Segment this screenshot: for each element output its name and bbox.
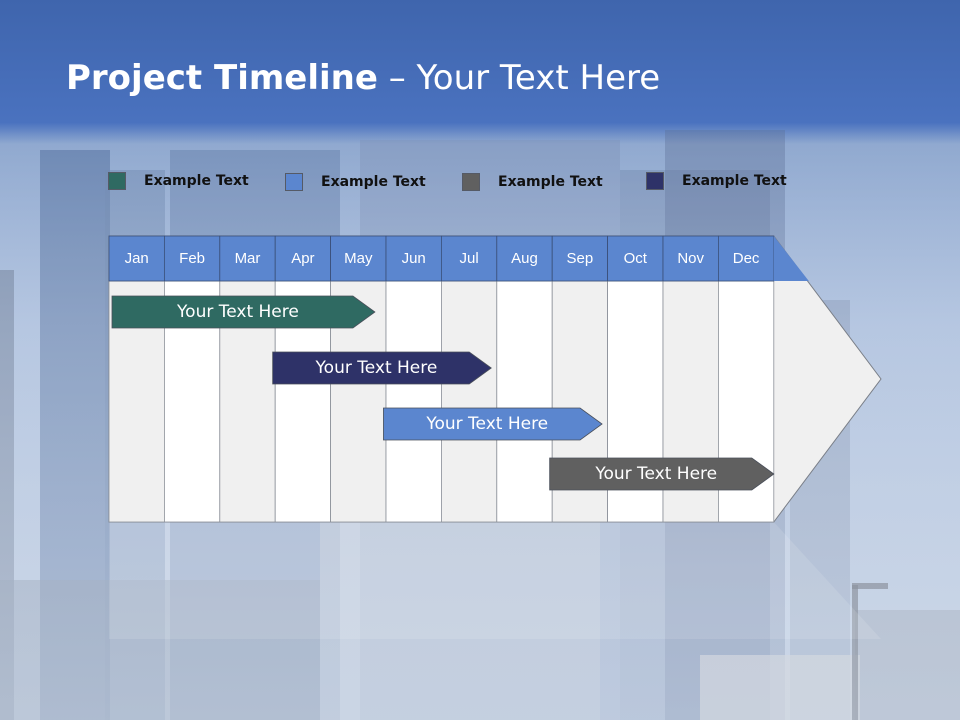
task-label: Your Text Here <box>315 358 438 378</box>
month-header-cell <box>718 235 775 282</box>
legend-swatch <box>108 172 126 190</box>
task-arrow <box>272 351 492 385</box>
legend-swatch <box>285 173 303 191</box>
legend-item: Example Text <box>108 170 249 192</box>
legend-label: Example Text <box>498 174 603 190</box>
month-label: Mar <box>234 250 261 267</box>
month-header-cell <box>163 235 221 282</box>
arrow-header-tip <box>773 236 809 281</box>
month-header-cell <box>440 235 498 282</box>
legend-label: Example Text <box>321 174 426 190</box>
title-rest: – Your Text Here <box>377 58 661 98</box>
task-arrow <box>549 457 775 491</box>
slide-title: Project Timeline – Your Text Here <box>66 58 660 98</box>
month-label: Dec <box>732 250 760 267</box>
title-bold: Project Timeline <box>66 58 378 98</box>
month-header-cell <box>607 235 664 282</box>
legend-label: Example Text <box>144 173 249 189</box>
month-label: Apr <box>291 250 315 267</box>
arrow-reflection <box>109 522 881 639</box>
month-header-cell <box>108 235 165 282</box>
month-label: Jan <box>124 250 149 267</box>
month-header-cell <box>551 235 609 282</box>
task-arrow <box>111 295 376 329</box>
legend-item: Example Text <box>285 171 426 193</box>
month-column <box>385 280 442 523</box>
month-label: Sep <box>566 250 594 267</box>
task-label: Your Text Here <box>177 302 299 322</box>
task-label: Your Text Here <box>595 464 718 484</box>
legend-item: Example Text <box>646 170 787 192</box>
month-label: Oct <box>623 250 647 267</box>
month-column <box>440 280 498 523</box>
month-header-cell <box>662 235 719 282</box>
month-label: Jul <box>459 250 479 267</box>
month-column <box>496 280 553 523</box>
legend-label: Example Text <box>682 173 787 189</box>
month-label: Nov <box>677 250 705 267</box>
month-label: Jun <box>401 250 426 267</box>
task-arrow <box>383 407 603 441</box>
month-label: Aug <box>511 250 538 267</box>
legend-item: Example Text <box>462 171 603 193</box>
month-label: May <box>344 250 373 267</box>
task-label: Your Text Here <box>426 414 549 434</box>
legend-swatch <box>462 173 480 191</box>
month-header-cell <box>385 235 442 282</box>
month-header-cell <box>274 235 332 282</box>
month-header-cell <box>496 235 553 282</box>
month-label: Feb <box>179 250 206 267</box>
month-header-cell <box>330 235 387 282</box>
legend-swatch <box>646 172 664 190</box>
